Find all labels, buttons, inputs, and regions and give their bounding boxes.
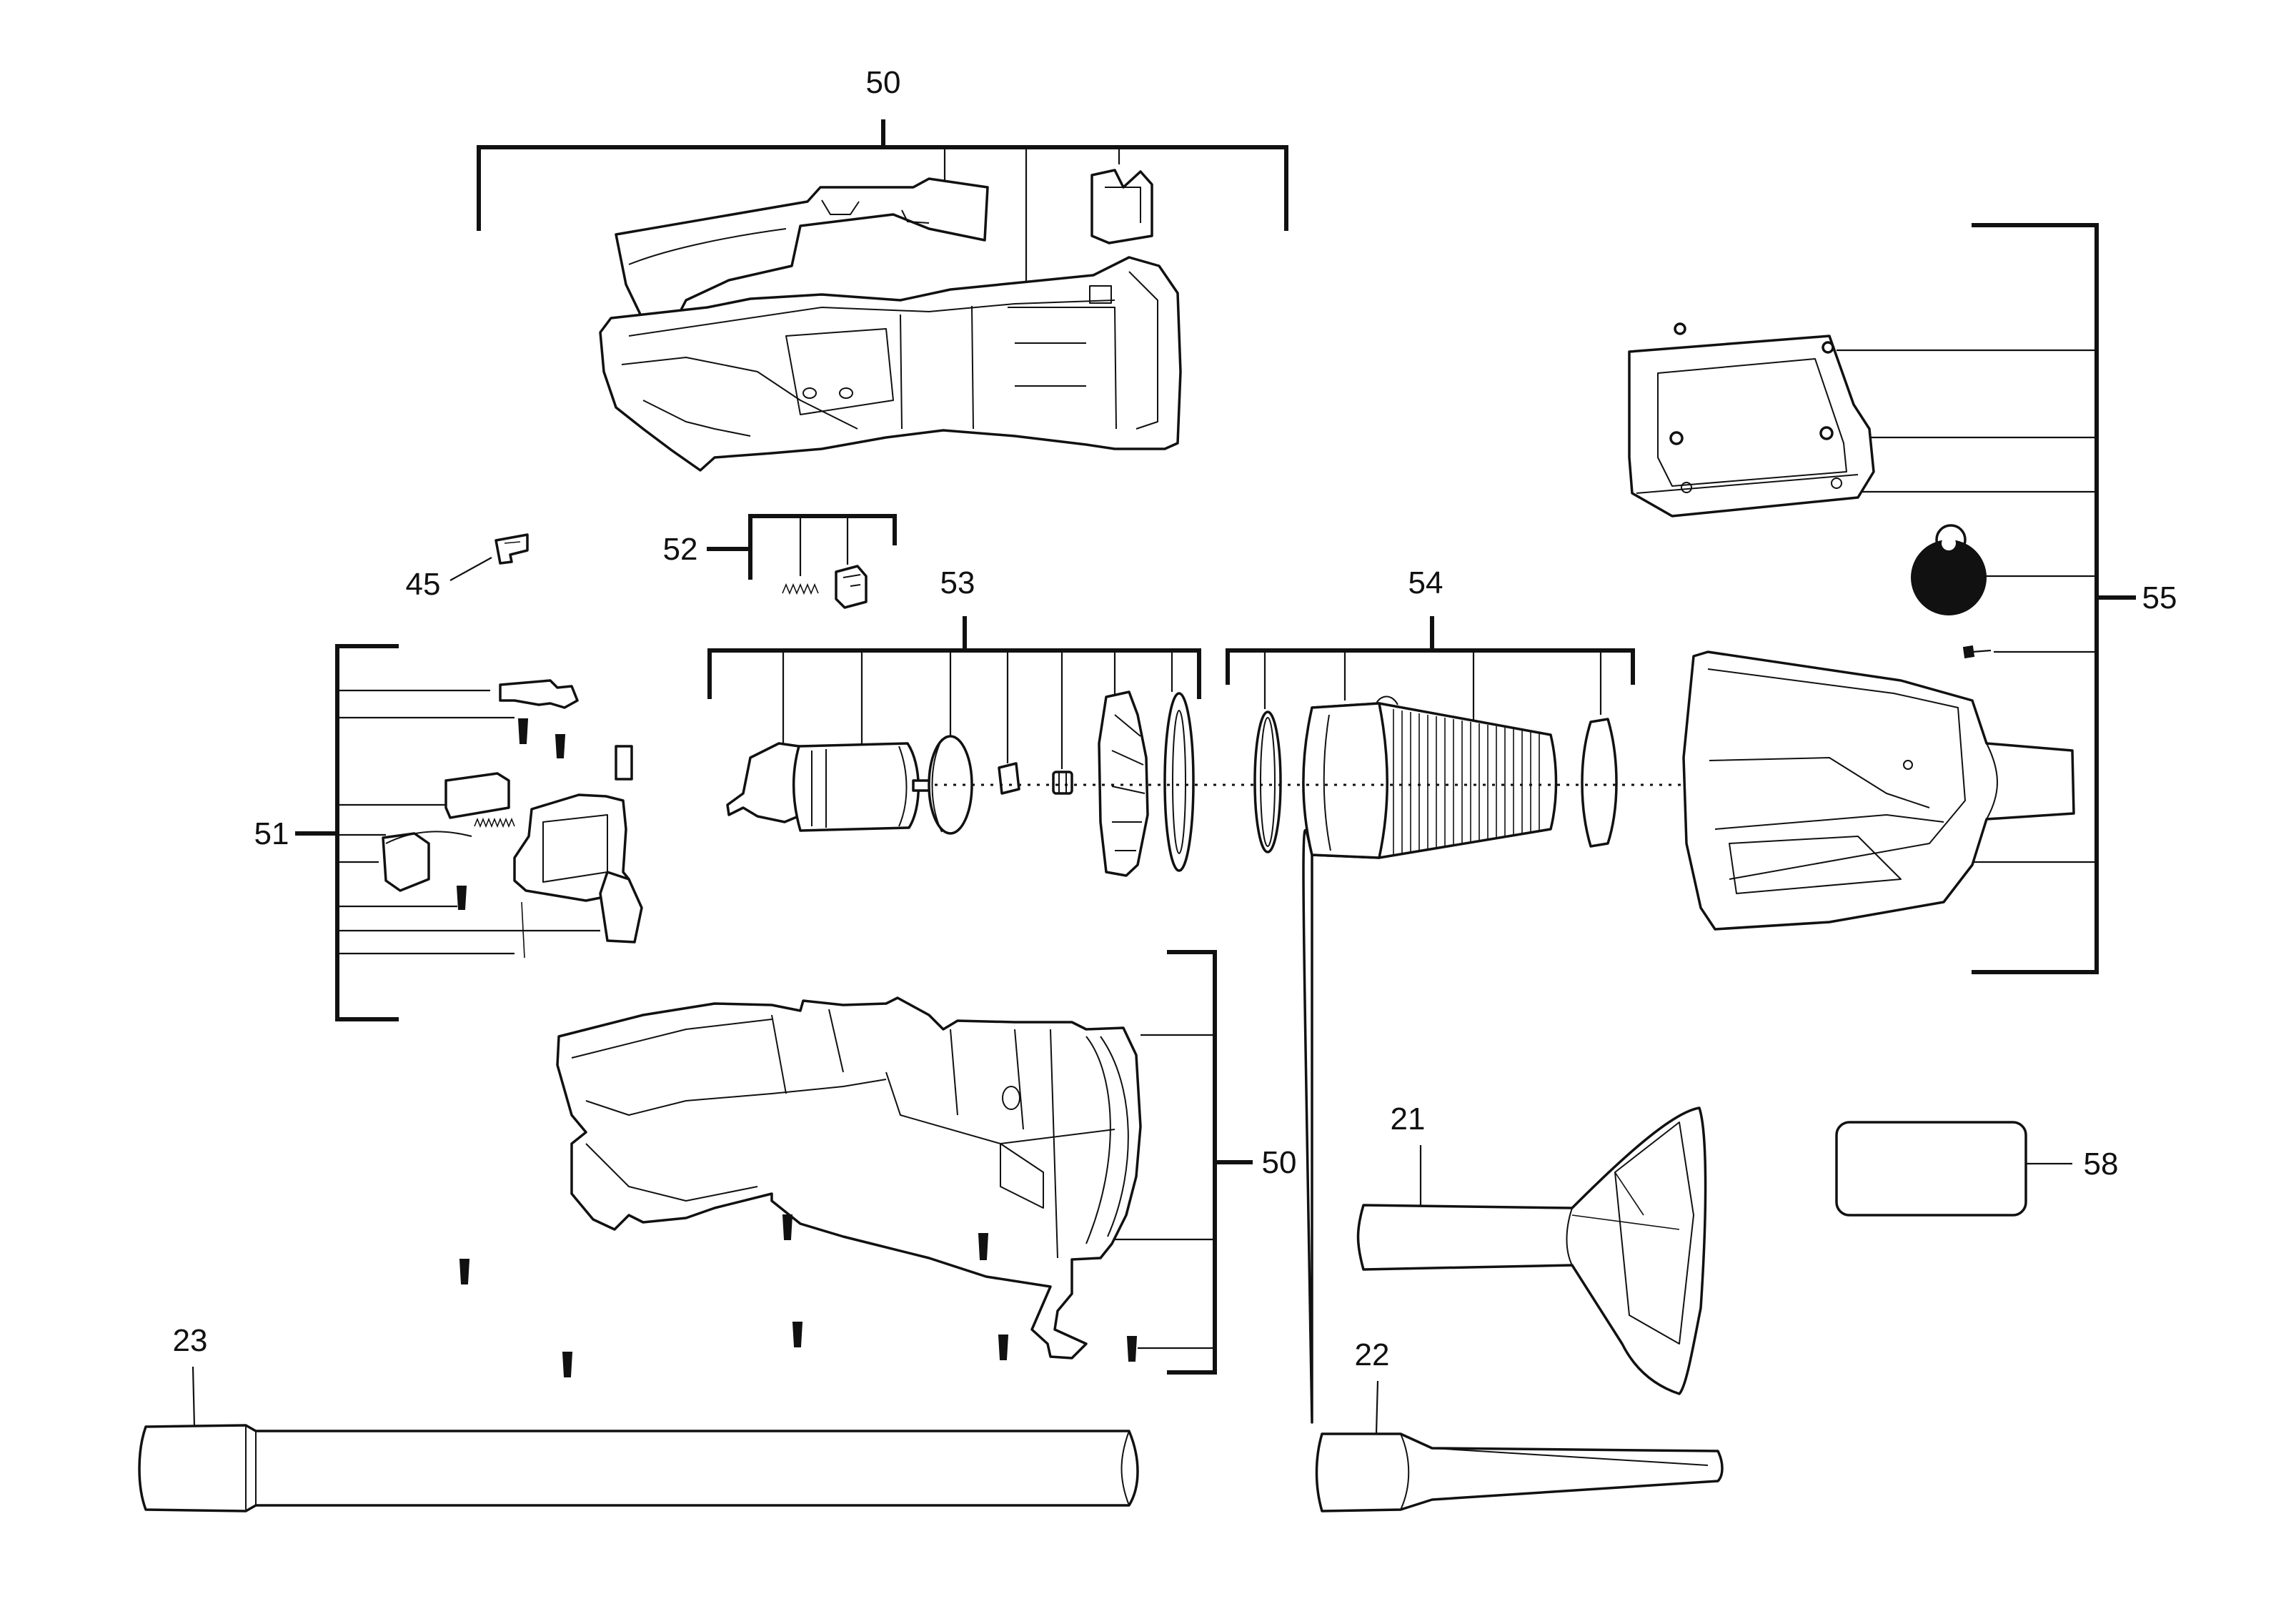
bin-lid [1628, 335, 1875, 518]
callout-50-bottom: 50 [1262, 1145, 1297, 1180]
housing-half-upper [599, 256, 1182, 472]
group-45-clip: 45 [406, 533, 529, 602]
switch-plate [615, 745, 633, 781]
housing-screw-5 [998, 1335, 1009, 1360]
housing-screw-3 [459, 1259, 470, 1284]
switch-screw-1 [517, 718, 529, 744]
filter-end-foam [1581, 718, 1618, 848]
label-plate [1835, 1121, 2027, 1217]
callout-51: 51 [254, 816, 289, 851]
housing-screw-4 [792, 1322, 803, 1347]
motor-gasket-disc [1163, 692, 1195, 872]
group-50-lower-housing: 50 [459, 950, 1297, 1377]
callout-50-top: 50 [866, 65, 901, 100]
switch-bracket-leg [599, 871, 643, 944]
callout-21: 21 [1391, 1101, 1426, 1137]
callout-45: 45 [406, 567, 441, 602]
callout-22: 22 [1355, 1337, 1390, 1372]
latch-spring [782, 583, 819, 595]
housing-screw-2 [978, 1233, 989, 1260]
bin-body [1682, 650, 2075, 931]
callout-58: 58 [2084, 1147, 2119, 1182]
callout-52: 52 [663, 532, 698, 567]
housing-end-cap [1090, 169, 1153, 244]
filter-cage [1302, 702, 1388, 859]
group-55-dirt-bin: 55 [1628, 223, 2177, 974]
motor-coupling [1052, 771, 1073, 795]
callout-54: 54 [1408, 565, 1443, 600]
group-54-filter: 54 [1226, 565, 1635, 1424]
group-58-label: 58 [1835, 1121, 2119, 1217]
switch-trigger [444, 772, 510, 819]
crevice-tool [1315, 1432, 1724, 1512]
group-52-latch: 52 [663, 514, 897, 609]
callout-53: 53 [940, 565, 975, 600]
housing-half-lower [556, 996, 1142, 1360]
switch-spring [474, 817, 515, 828]
group-51-switch: 51 [254, 644, 643, 1021]
callout-23: 23 [173, 1323, 208, 1358]
bracket-54 [1226, 648, 1635, 685]
extension-tube [138, 1424, 1139, 1512]
housing-screw-1 [782, 1214, 793, 1240]
motor-brush-holder [726, 742, 803, 823]
housing-screw-7 [562, 1352, 573, 1377]
upholstery-tool [1356, 1106, 1707, 1395]
switch-retainer [499, 679, 579, 709]
group-23-extension-tube: 23 [138, 1323, 1139, 1512]
filter-pleats [1393, 709, 1540, 855]
callout-55: 55 [2142, 580, 2177, 615]
motor-can [792, 742, 920, 832]
bracket-51 [335, 644, 399, 1021]
housing-screw-6 [1126, 1336, 1138, 1362]
switch-screw-2 [555, 734, 566, 758]
bracket-55 [1972, 223, 2099, 974]
switch-screw-3 [456, 886, 467, 910]
bin-stopper [1911, 540, 1987, 615]
bracket-53 [707, 648, 1201, 699]
clip-part [495, 533, 529, 565]
motor-bushing [998, 762, 1020, 795]
bracket-50-bottom [1167, 950, 1217, 1375]
filter-seal-ring [1253, 710, 1282, 853]
bracket-52 [748, 514, 897, 580]
group-53-motor: 53 [707, 565, 1201, 877]
group-22-crevice-tool: 22 [1315, 1337, 1724, 1512]
group-50-upper-housing: 50 [477, 65, 1288, 472]
bin-screw [1962, 645, 1975, 659]
latch-button [835, 565, 868, 609]
group-21-upholstery-tool: 21 [1356, 1101, 1707, 1395]
